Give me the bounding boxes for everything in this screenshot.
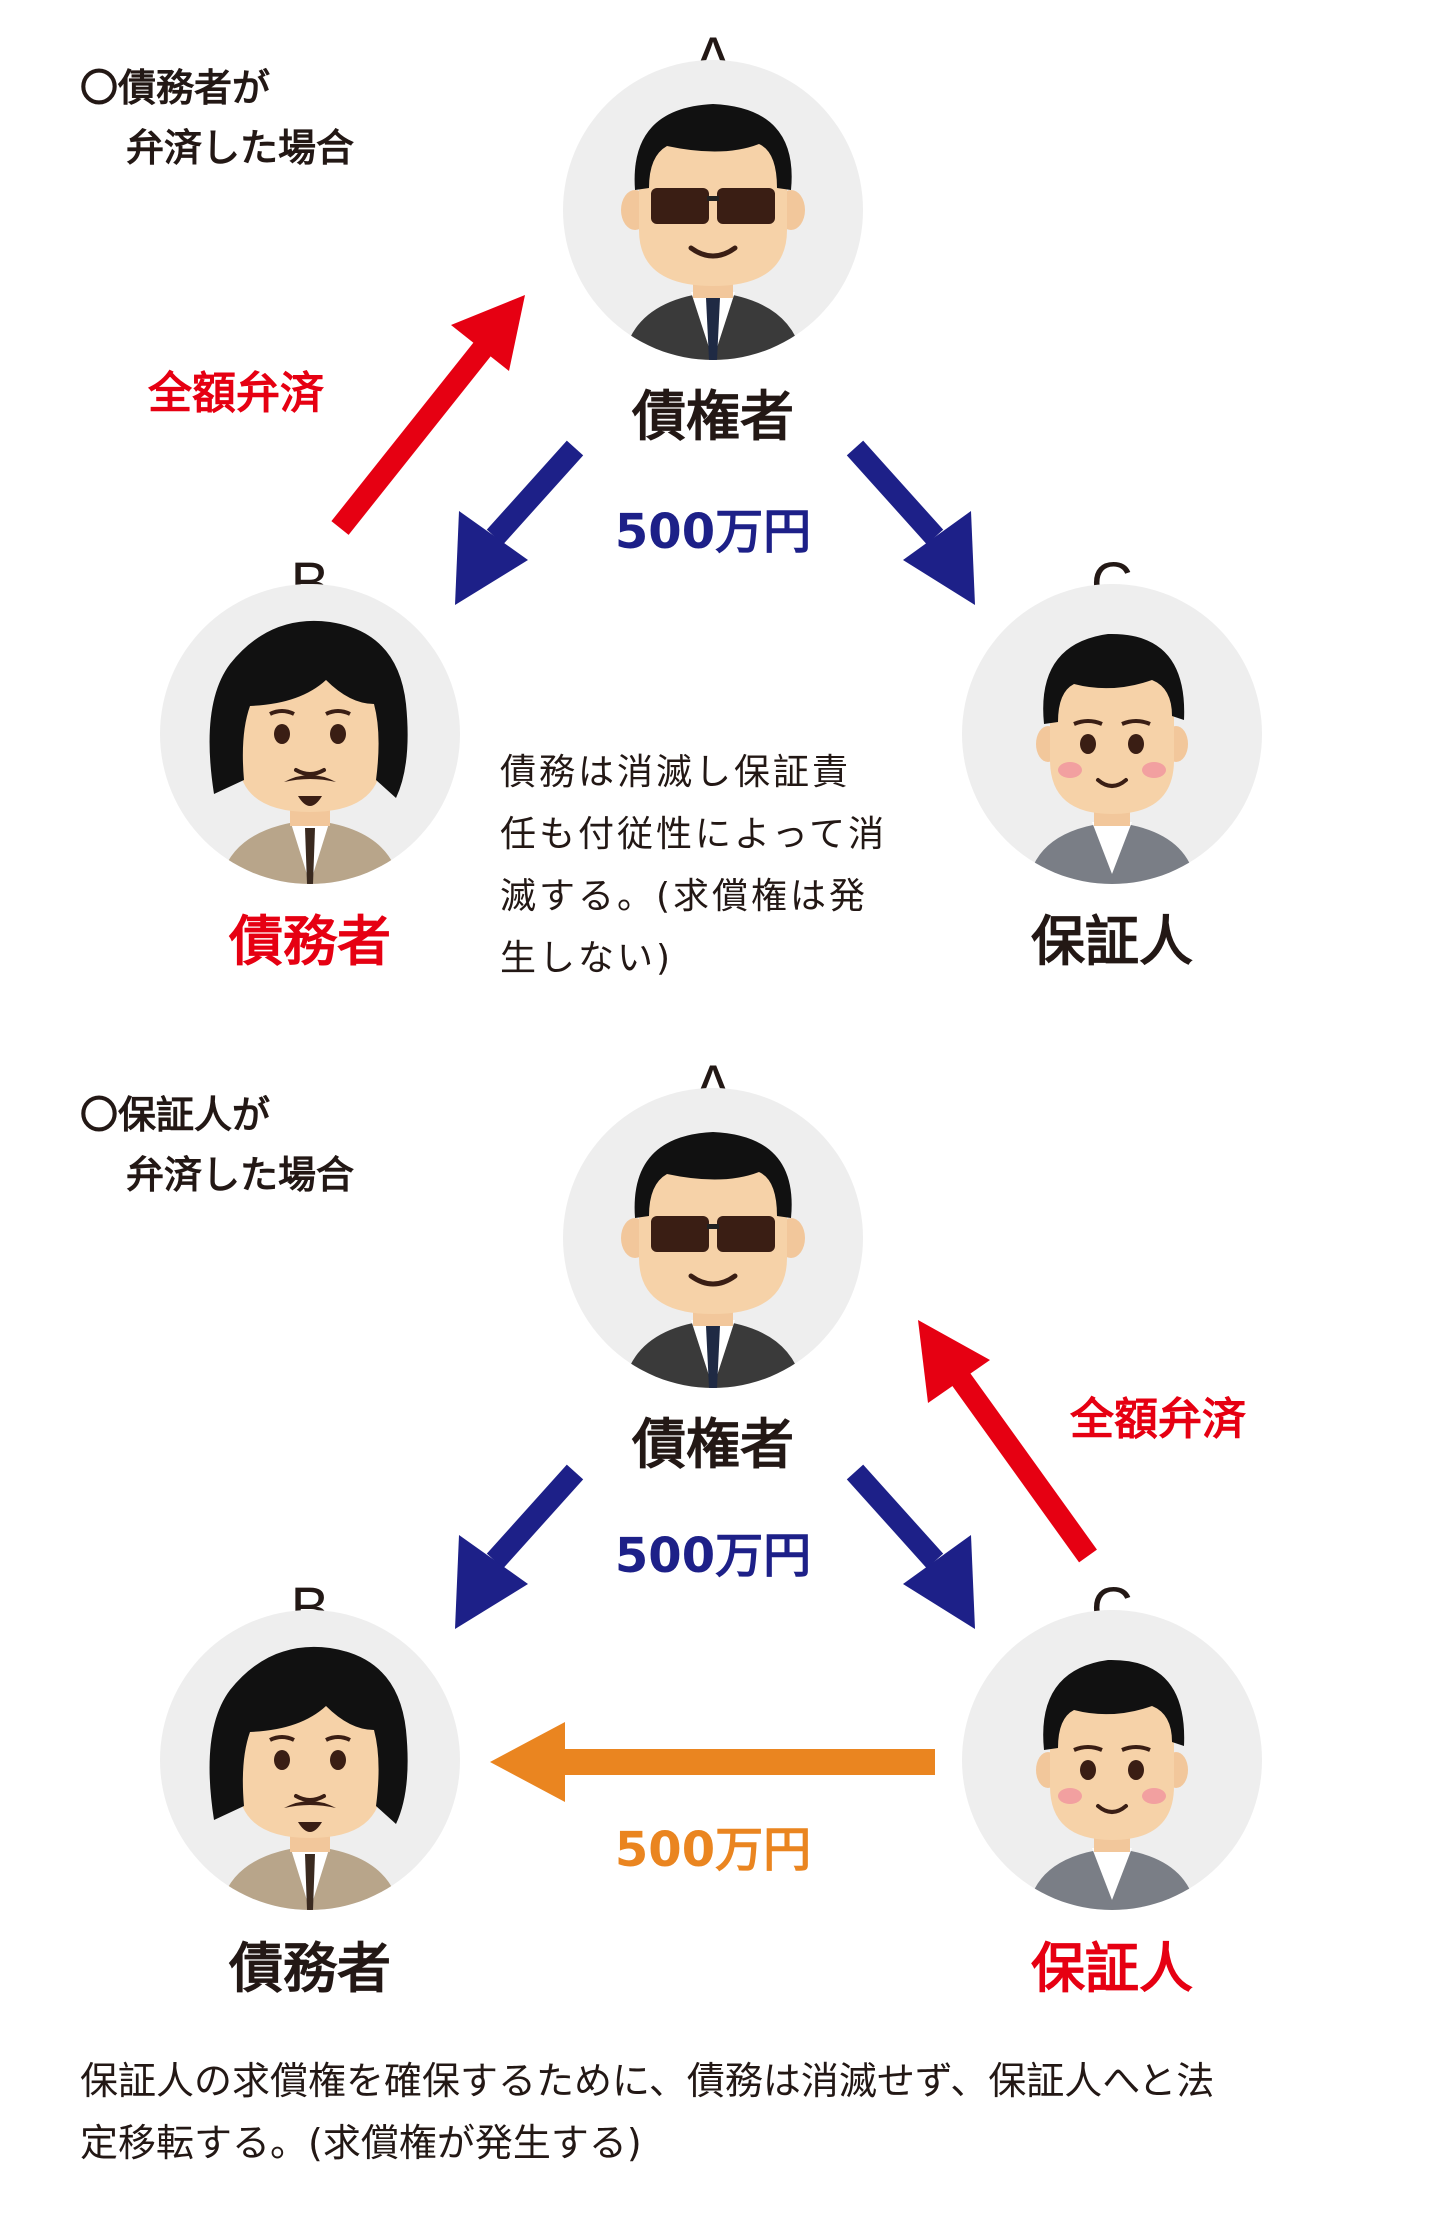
amount-label: 500万円 [614,504,812,560]
reimbursement-amount-label: 500万円 [614,1822,812,1878]
orange-arrow-guarantor-to-debtor [490,1722,935,1802]
full-payment-label: 全額弁済 [1070,1394,1246,1445]
heading-line-2: 弁済した場合 [126,1153,355,1197]
creditor-role-label: 債権者 [632,1413,794,1476]
debtor-role-label: 債務者 [229,1937,391,2000]
section-heading: 〇保証人が 弁済した場合 [80,1085,354,1205]
navy-arrow-creditor-to-guarantor [846,1464,975,1629]
guarantor-role-label: 保証人 [1031,1937,1193,2000]
debtor-role-label: 債務者 [229,910,391,973]
amount-label: 500万円 [614,1528,812,1584]
red-arrow-guarantor-to-creditor [918,1320,1097,1563]
full-payment-label: 全額弁済 [148,368,324,419]
explanation-note: 債務は消滅し保証責 任も付従性によって消 滅する。(求償権は発 生しない) [500,752,888,979]
heading-line-2: 弁済した場合 [126,126,355,170]
creditor-role-label: 債権者 [632,385,794,448]
navy-arrow-creditor-to-debtor [455,1464,584,1629]
red-arrow-debtor-to-creditor [331,295,525,535]
heading-line-1: 〇保証人が [80,1093,271,1137]
section-heading: 〇債務者が 弁済した場合 [80,58,354,178]
navy-arrow-creditor-to-debtor [455,440,584,605]
heading-line-1: 〇債務者が [80,66,271,110]
guarantor-role-label: 保証人 [1031,910,1193,973]
navy-arrow-creditor-to-guarantor [846,440,975,605]
explanation-note: 保証人の求償権を確保するために、債務は消滅せず、保証人へと法 定移転する。(求償… [80,2059,1215,2165]
